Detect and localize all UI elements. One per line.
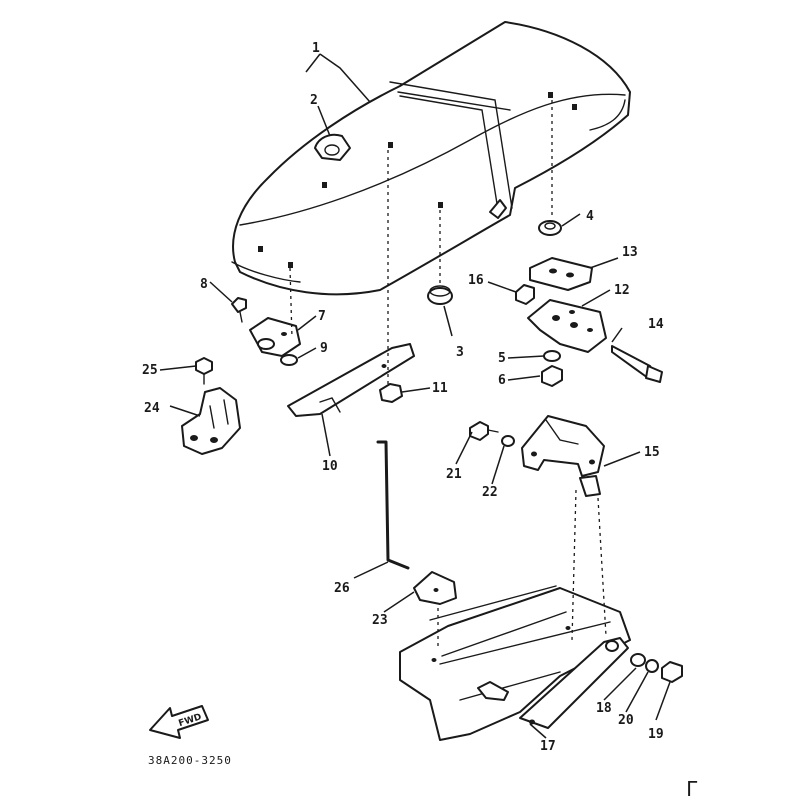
part-20-washer <box>645 659 659 673</box>
part-9-nut <box>280 354 298 366</box>
part-6-nut <box>541 365 563 387</box>
part-8-screw <box>231 297 247 323</box>
part-17-strut <box>519 637 629 729</box>
part-23-clip <box>413 571 457 605</box>
callout-11: 11 <box>432 381 448 396</box>
callout-8: 8 <box>200 277 208 292</box>
part-13-block <box>529 257 593 291</box>
part-2-hook <box>314 133 351 161</box>
callout-15: 15 <box>644 445 660 460</box>
part-11-nut <box>379 383 403 403</box>
callout-16: 16 <box>468 273 484 288</box>
callout-12: 12 <box>614 283 630 298</box>
footer-mark: Γ <box>686 777 698 800</box>
rear-frame <box>399 585 631 741</box>
callout-17: 17 <box>540 739 556 754</box>
fwd-arrow-icon: FWD <box>149 705 209 739</box>
assembly-lines <box>289 100 607 650</box>
leader-lines <box>159 53 671 739</box>
callout-22: 22 <box>482 485 498 500</box>
callout-21: 21 <box>446 467 462 482</box>
part-12-bracket <box>527 299 607 353</box>
callout-4: 4 <box>586 209 594 224</box>
seat <box>231 21 631 296</box>
drawing-code: 38A200-3250 <box>148 754 232 767</box>
callout-23: 23 <box>372 613 388 628</box>
part-21-bolt <box>469 421 499 441</box>
part-26-wire <box>376 440 410 570</box>
callout-10: 10 <box>322 459 338 474</box>
callout-18: 18 <box>596 701 612 716</box>
callout-26: 26 <box>334 581 350 596</box>
part-15-bracket <box>521 415 605 497</box>
callout-20: 20 <box>618 713 634 728</box>
callout-6: 6 <box>498 373 506 388</box>
callout-labels: 1 2 3 4 5 6 7 8 9 10 11 12 13 14 15 16 1… <box>142 41 664 754</box>
callout-25: 25 <box>142 363 158 378</box>
part-4-washer <box>538 220 562 236</box>
part-10-bracket <box>287 343 415 417</box>
callout-1: 1 <box>312 41 320 56</box>
part-5-washer <box>543 350 561 362</box>
part-16-nut <box>515 284 535 305</box>
part-7-bracket <box>249 317 301 357</box>
callout-2: 2 <box>310 93 318 108</box>
part-18-washer <box>630 653 646 667</box>
callout-5: 5 <box>498 351 506 366</box>
callout-19: 19 <box>648 727 664 742</box>
callout-13: 13 <box>622 245 638 260</box>
part-24-lock <box>181 387 241 455</box>
callout-14: 14 <box>648 317 664 332</box>
part-19-bolt <box>661 661 683 683</box>
callout-9: 9 <box>320 341 328 356</box>
part-14-bolt <box>611 345 663 383</box>
callout-24: 24 <box>144 401 160 416</box>
part-3-damper <box>427 285 453 305</box>
part-25-bolt <box>195 357 213 385</box>
part-22-washer <box>501 435 515 447</box>
callout-3: 3 <box>456 345 464 360</box>
callout-7: 7 <box>318 309 326 324</box>
